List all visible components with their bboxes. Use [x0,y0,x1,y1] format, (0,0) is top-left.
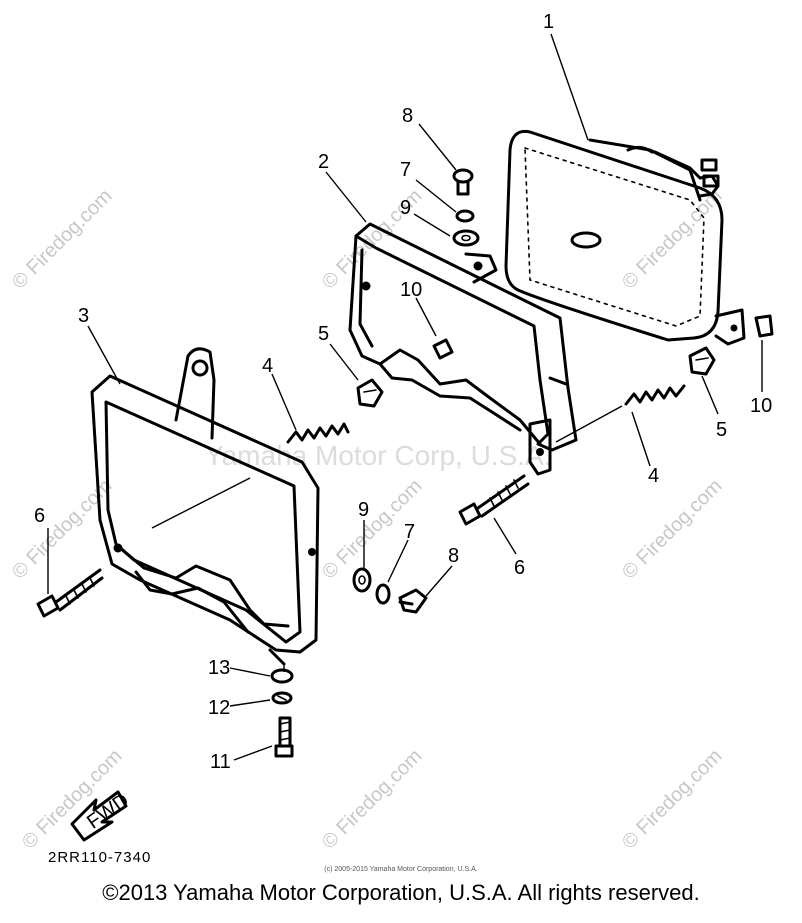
callout-11: 11 [210,751,231,773]
adjust-spring-right [624,384,686,406]
callout-6-right: 6 [514,557,525,579]
spring-washer-top [455,209,475,223]
lock-washer-12 [271,691,293,705]
watermark-site-9: © Firedog.com [618,745,727,854]
washer-top [452,229,480,247]
watermark-site-3: © Firedog.com [618,185,727,294]
callout-5-left: 5 [318,323,329,345]
callout-12: 12 [208,697,230,719]
adjust-spring-left [286,422,350,444]
callout-6-left: 6 [34,505,45,527]
adjust-screw-right [458,474,530,526]
callout-8-top: 8 [402,105,413,127]
part-code: 2RR110-7340 [48,849,152,866]
watermark-site-1: © Firedog.com [8,185,117,294]
watermark-site-8: © Firedog.com [318,745,427,854]
callout-9-top: 9 [400,197,411,219]
washer-bottom [352,567,372,593]
spring-washer-bottom [375,583,391,605]
watermark-main-text: Yamaha Motor Corp, U.S.A. [205,440,552,471]
screw-top [452,168,474,196]
screw-11 [274,716,294,758]
callout-13: 13 [208,657,230,679]
inner-bracket [348,222,578,476]
callout-1: 1 [543,11,554,33]
callout-2: 2 [318,151,329,173]
washer-13 [270,668,294,684]
watermark-site-4: © Firedog.com [8,475,117,584]
screw-bottom [398,588,428,614]
callout-7-bottom: 7 [404,521,415,543]
small-copyright: (c) 2005-2015 Yamaha Motor Corporation, … [324,866,478,873]
leader-lines [47,33,763,761]
headlight-unit [504,129,746,346]
outer-frame [90,347,320,666]
nut-right [688,346,716,376]
adjust-screw-left [36,568,104,618]
collar-center [432,338,454,360]
nut-left [356,378,384,408]
callout-10-right: 10 [750,395,772,417]
callout-7-top: 7 [400,159,411,181]
collar-right [754,314,774,338]
callout-8-bottom: 8 [448,545,459,567]
callout-4-right: 4 [648,465,659,487]
copyright-notice: ©2013 Yamaha Motor Corporation, U.S.A. A… [102,880,700,905]
callout-5-right: 5 [716,419,727,441]
callout-10-center: 10 [400,279,422,301]
callout-layer: 1 2 3 4 4 5 5 6 6 7 7 8 8 9 9 10 10 11 1… [34,11,772,773]
callout-3: 3 [78,305,89,327]
watermark-site-6: © Firedog.com [618,475,727,584]
callout-4-left: 4 [262,355,273,377]
callout-9-bottom: 9 [358,499,369,521]
assembly-lines [151,405,623,672]
